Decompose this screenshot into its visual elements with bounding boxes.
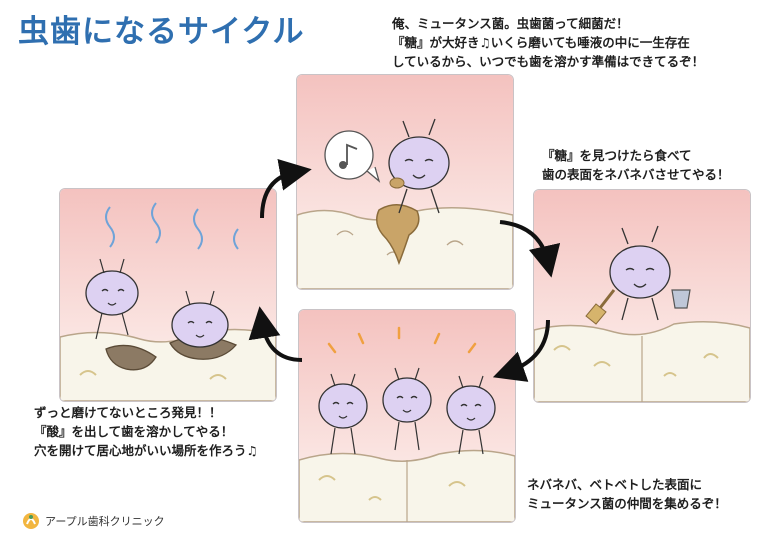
arrow-bottom-to-left [248, 306, 303, 362]
germ-character-right [446, 375, 496, 455]
caption-bottom: ネバネバ、ベトベトした表面に ミュータンス菌の仲間を集めるぞ！ [527, 475, 727, 513]
caption-right: 『糖』を見つけたら食べて 歯の表面をネバネバさせてやる！ [542, 146, 730, 184]
sugar-blob [376, 204, 420, 266]
caption-line: 『酸』を出して歯を溶かしてやる！ [34, 424, 234, 439]
music-note-icon [339, 143, 358, 169]
arrow-right-to-bottom [492, 319, 550, 382]
panel-gathering-friends [298, 309, 516, 523]
bucket [671, 289, 691, 309]
brush [585, 289, 616, 325]
panel-eating-sugar [296, 74, 514, 290]
caption-line: 歯の表面をネバネバさせてやる！ [542, 167, 730, 182]
caption-line: ずっと磨けてないところ発見！！ [34, 405, 222, 420]
caption-top: 俺、ミュータンス菌。虫歯菌って細菌だ！ 『糖』が大好き♫いくら磨いても唾液の中に… [392, 14, 704, 71]
arrow-top-to-right [499, 220, 561, 278]
caption-line: ミュータンス菌の仲間を集めるぞ！ [527, 496, 727, 511]
clinic-name: アープル歯科クリニック [45, 515, 165, 528]
speech-bubble [324, 130, 381, 183]
caption-line: ネバネバ、ベトベトした表面に [527, 477, 703, 492]
panel-making-holes [59, 188, 277, 402]
germ-character-left [85, 258, 139, 340]
caption-left: ずっと磨けてないところ発見！！ 『酸』を出して歯を溶かしてやる！ 穴を開けて居心… [34, 403, 258, 460]
germ-character [609, 225, 671, 321]
caption-line: 俺、ミュータンス菌。虫歯菌って細菌だ！ [392, 16, 629, 31]
germ-character-center [382, 367, 432, 451]
clinic-logo: アープル歯科クリニック [22, 512, 165, 530]
caption-line: 『糖』を見つけたら食べて [542, 148, 692, 163]
germ-character-right [171, 290, 229, 348]
caption-line: 『糖』が大好き♫いくら磨いても唾液の中に一生存在 [392, 35, 690, 50]
clinic-logo-icon [23, 513, 39, 529]
caption-line: 穴を開けて居心地がいい場所を作ろう♫ [34, 443, 258, 458]
page-title: 虫歯になるサイクル [18, 14, 305, 50]
caption-line: しているから、いつでも歯を溶かす準備はできてるぞ！ [392, 54, 705, 69]
arrow-left-to-top [260, 159, 312, 219]
germ-character [388, 118, 450, 214]
panel-sticky-surface [533, 189, 751, 403]
germ-character-left [318, 373, 368, 455]
